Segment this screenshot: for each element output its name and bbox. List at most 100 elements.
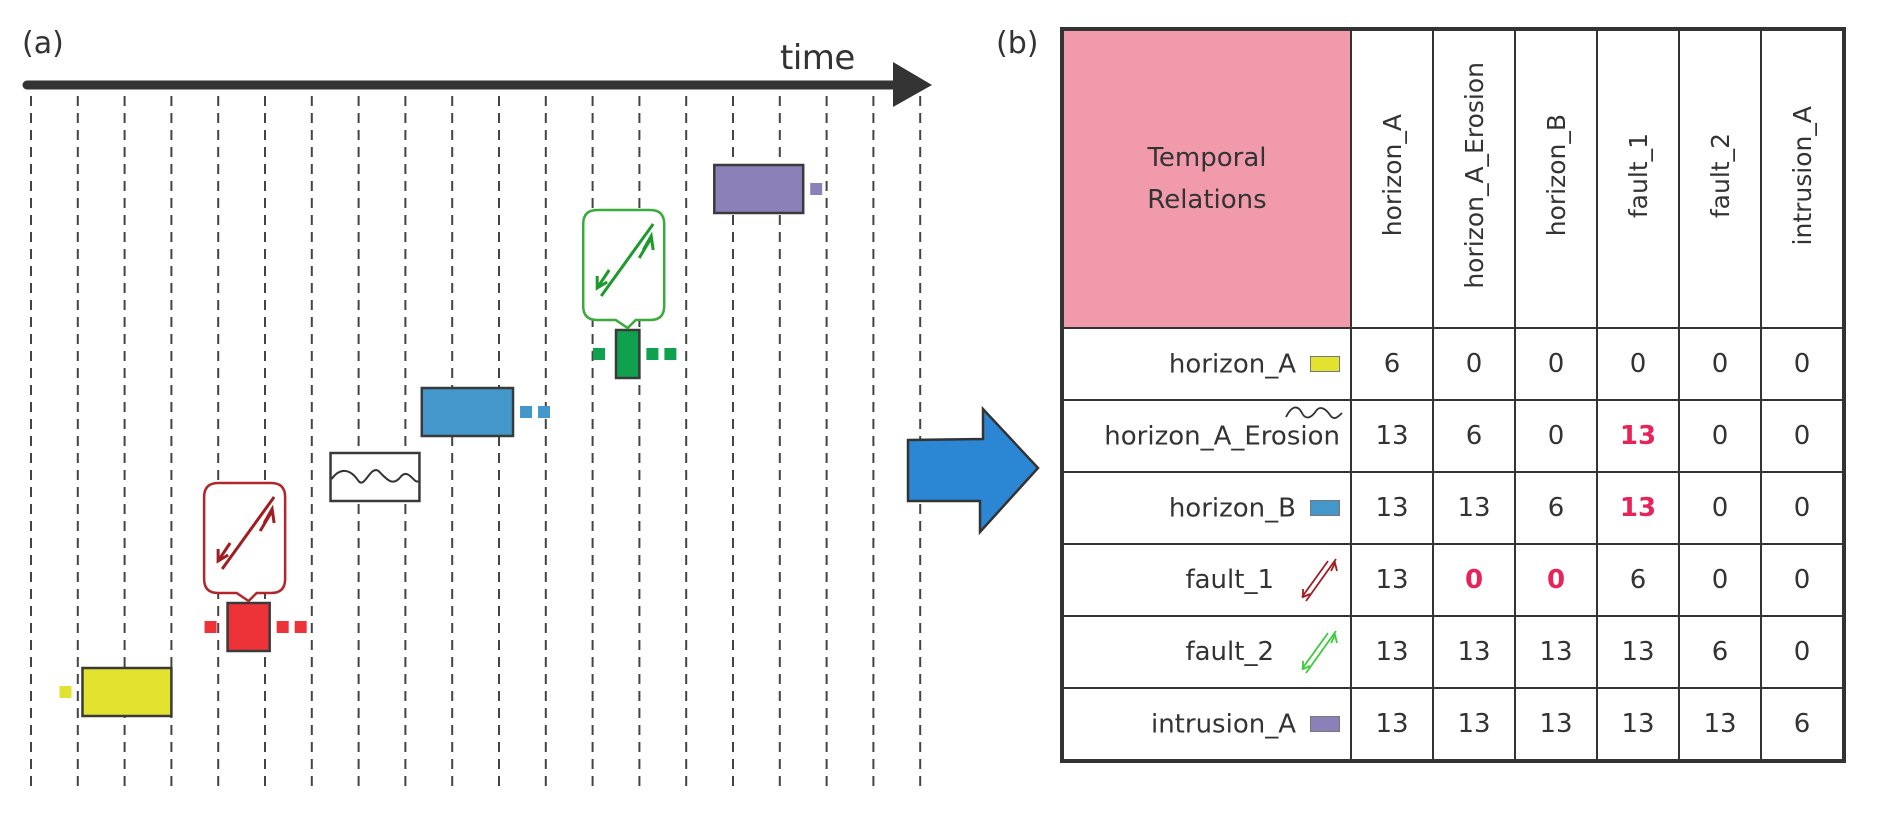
continuation-dot xyxy=(294,621,307,633)
table-cell: 6 xyxy=(1760,687,1845,762)
continuation-dot xyxy=(593,348,605,360)
table-cell: 0 xyxy=(1760,615,1845,689)
panel-a-label: (a) xyxy=(22,26,64,61)
table-cell: 6 xyxy=(1514,471,1598,545)
corner-title-line1: Temporal xyxy=(1147,143,1267,173)
column-header: fault_1 xyxy=(1596,28,1680,329)
table-cell: 13 xyxy=(1350,471,1434,545)
erosion-wave-icon xyxy=(330,469,420,484)
table-cell: 0 xyxy=(1678,399,1762,473)
fault-2-callout xyxy=(581,208,666,330)
column-header-label: horizon_B xyxy=(1541,114,1571,237)
continuation-dot xyxy=(810,183,823,195)
table-cell: 0 xyxy=(1432,327,1516,401)
horizon-b-event-box xyxy=(420,386,515,438)
row-label-wrap: horizon_A_Erosion xyxy=(1104,406,1343,452)
fault-line-icon xyxy=(599,223,655,297)
row-label: horizon_B xyxy=(1168,493,1296,524)
temporal-relations-table: Temporal Relations horizon_A horizon_A_E… xyxy=(1060,27,1846,763)
table-cell: 0 xyxy=(1760,327,1845,401)
column-header-label: intrusion_A xyxy=(1787,105,1817,246)
table-cell: 13 xyxy=(1350,615,1434,689)
time-axis-label: time xyxy=(780,38,855,78)
events xyxy=(59,163,823,718)
red-fault-icon xyxy=(1301,558,1338,602)
purple-swatch-icon xyxy=(1310,716,1340,733)
fault-line-icon xyxy=(220,496,276,570)
column-header: horizon_A_Erosion xyxy=(1432,28,1516,329)
row-label: fault_2 xyxy=(1185,637,1274,667)
table-cell: 13 xyxy=(1350,687,1434,762)
column-header: horizon_A xyxy=(1350,28,1434,329)
table-cell: 13 xyxy=(1596,687,1680,762)
fault-2-event-box xyxy=(614,328,641,380)
highlighted-cell: 0 xyxy=(1514,543,1598,617)
continuation-dot xyxy=(276,621,289,633)
row-header: intrusion_A xyxy=(1061,687,1352,762)
column-header-label: horizon_A_Erosion xyxy=(1459,62,1489,289)
horizon-a-erosion-event-box xyxy=(329,451,421,503)
table-cell: 13 xyxy=(1432,615,1516,689)
table-cell: 6 xyxy=(1350,327,1434,401)
blue-swatch-icon xyxy=(1310,500,1340,517)
yellow-swatch-icon xyxy=(1310,356,1340,373)
highlighted-cell: 13 xyxy=(1596,471,1680,545)
table-cell: 13 xyxy=(1432,687,1516,762)
table-cell: 13 xyxy=(1514,687,1598,762)
fault-1-event-box xyxy=(226,601,271,653)
panel-b-label: (b) xyxy=(996,26,1039,61)
table-cell: 0 xyxy=(1760,399,1845,473)
table-cell: 13 xyxy=(1514,615,1598,689)
corner-title-line2: Relations xyxy=(1147,185,1267,215)
intrusion-a-event-box xyxy=(713,163,805,215)
column-header-label: fault_1 xyxy=(1623,132,1653,219)
table-cell: 13 xyxy=(1432,471,1516,545)
table-cell: 0 xyxy=(1514,399,1598,473)
table-cell: 6 xyxy=(1432,399,1516,473)
fault-up-stroke xyxy=(637,237,653,259)
fault-1-callout xyxy=(202,481,287,603)
table-cell: 0 xyxy=(1678,471,1762,545)
table-corner-title: Temporal Relations xyxy=(1061,28,1352,329)
column-header: horizon_B xyxy=(1514,28,1598,329)
fault-up-stroke xyxy=(258,510,274,532)
row-header: fault_1 xyxy=(1061,543,1352,617)
timeline-diagram xyxy=(22,62,932,792)
continuation-dot xyxy=(664,348,677,360)
table-cell: 13 xyxy=(1596,615,1680,689)
row-label: fault_1 xyxy=(1185,565,1274,595)
table-cell: 0 xyxy=(1760,543,1845,617)
erosion-wave-icon xyxy=(1285,406,1343,419)
horizon-a-event-box xyxy=(81,666,173,718)
row-header: horizon_A_Erosion xyxy=(1061,399,1352,473)
row-label: horizon_A xyxy=(1168,349,1296,380)
table-cell: 0 xyxy=(1678,327,1762,401)
table-cell: 6 xyxy=(1596,543,1680,617)
continuation-dot xyxy=(646,348,659,360)
row-header: horizon_A xyxy=(1061,327,1352,401)
row-label: intrusion_A xyxy=(1150,709,1296,740)
highlighted-cell: 13 xyxy=(1596,399,1680,473)
table-cell: 13 xyxy=(1678,687,1762,762)
table-cell: 6 xyxy=(1678,615,1762,689)
fault-down-stroke xyxy=(216,542,232,562)
column-header: fault_2 xyxy=(1678,28,1762,329)
table-header-row: Temporal Relations horizon_A horizon_A_E… xyxy=(1061,28,1845,329)
table-cell: 0 xyxy=(1596,327,1680,401)
green-fault-icon xyxy=(1301,630,1338,674)
fault-down-stroke xyxy=(595,269,611,289)
row-header: fault_2 xyxy=(1061,615,1352,689)
column-header: intrusion_A xyxy=(1760,28,1845,329)
continuation-dot xyxy=(59,686,72,698)
row-label: horizon_A_Erosion xyxy=(1104,421,1340,452)
row-header: horizon_B xyxy=(1061,471,1352,545)
column-header-label: fault_2 xyxy=(1705,132,1735,219)
table-cell: 0 xyxy=(1678,543,1762,617)
column-header-label: horizon_A xyxy=(1377,114,1407,237)
